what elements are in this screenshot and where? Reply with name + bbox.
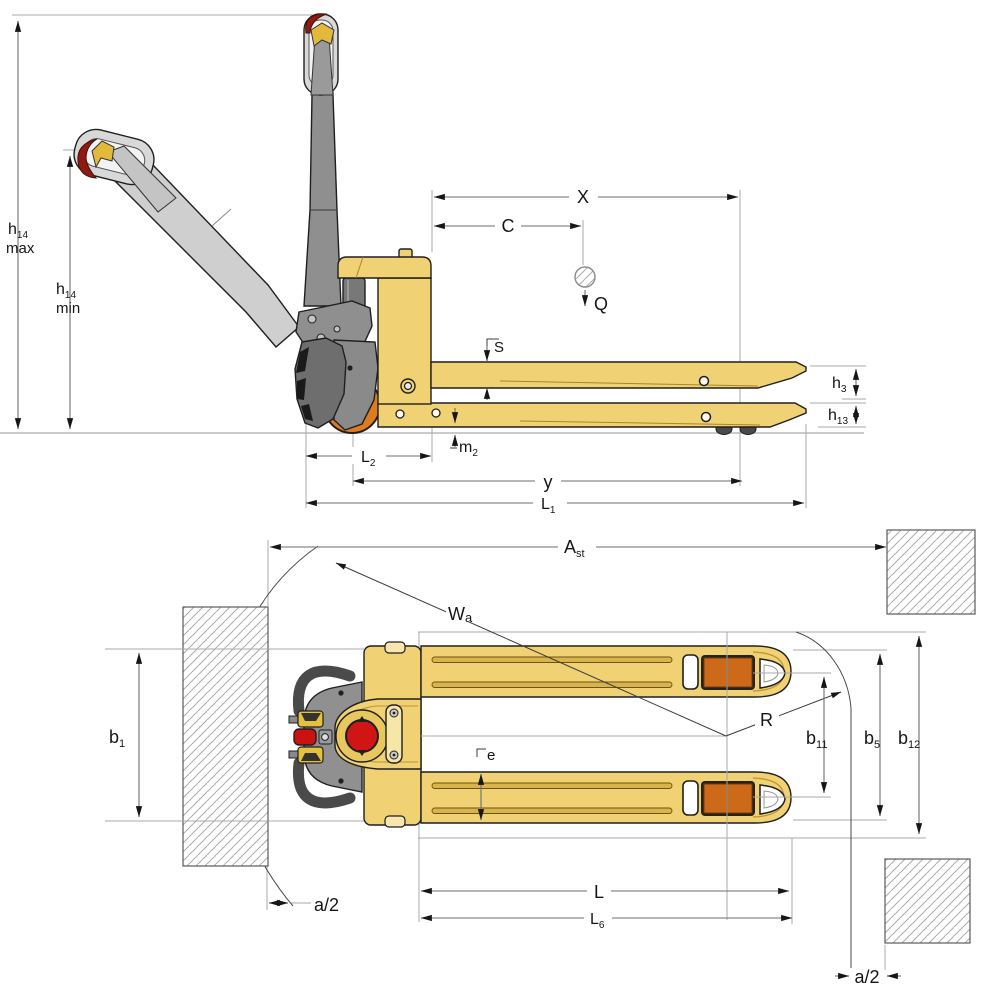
aisle-wall-left (182, 606, 269, 867)
side-view: h14 max h14 min X C Q S (0, 13, 866, 516)
aisle-wall-bottom-right (884, 858, 971, 944)
dim-label-R: R (760, 710, 773, 730)
dim-S: S (483, 338, 504, 400)
truck-plan (288, 632, 831, 920)
mast-body (337, 248, 432, 405)
fork-tip-cutout (759, 784, 786, 815)
load-centre-icon (574, 266, 596, 288)
dim-label-a2-left: a/2 (314, 895, 339, 915)
dim-label-y: y (544, 472, 553, 492)
dim-h14-max: h14 max (6, 20, 35, 430)
fork-lowered (377, 402, 807, 435)
b1-extension-lines (105, 648, 364, 822)
dim-b1: b1 (109, 652, 143, 818)
dim-label-h14-max: h14 (8, 221, 28, 241)
grip-tube-bottom (292, 757, 356, 809)
dim-L2: L2 (305, 447, 432, 469)
handle-cap-red-icon (77, 138, 98, 179)
dim-label-b5: b5 (864, 728, 880, 751)
fork-plan-bottom (420, 771, 792, 824)
dim-e: e (476, 747, 495, 821)
dim-label-e: e (487, 747, 495, 764)
dim-a2-right: a/2 (835, 967, 901, 987)
dim-label-m2: m2 (459, 439, 478, 459)
dim-h14-min: h14 min (56, 155, 80, 430)
dim-Q: Q (574, 266, 608, 314)
aisle-wall-top-right (886, 529, 976, 615)
grip-tube-top (292, 665, 356, 717)
dim-label-h13: h13 (828, 407, 848, 427)
hydraulic-unit (345, 719, 379, 753)
dim-label-C: C (502, 216, 515, 236)
load-roller-top (703, 657, 753, 688)
dim-label-L: L (594, 882, 604, 902)
dim-h13: h13 (828, 405, 860, 427)
centre-lines (421, 632, 831, 920)
roller-window (682, 780, 699, 816)
fork-plan-top (420, 645, 792, 698)
dim-Wa: Wa (335, 562, 727, 737)
tiller-lowered (73, 128, 300, 348)
dim-label-S: S (494, 339, 504, 356)
dim-label-b12: b12 (898, 728, 920, 751)
dim-label-h14-min-qualifier: min (56, 300, 80, 317)
dim-label-a2-right: a/2 (854, 967, 879, 987)
dim-C: C (433, 216, 582, 236)
dim-label-L2: L2 (361, 449, 376, 469)
dim-label-b1: b1 (109, 727, 125, 750)
dim-L1: L1 (305, 494, 805, 516)
dim-b5: b5 (864, 653, 884, 817)
wheel-fender (294, 337, 379, 431)
dim-label-h14-min: h14 (56, 281, 76, 301)
dim-label-Q: Q (594, 294, 608, 314)
fork-raised (430, 361, 807, 389)
handle-lever-icon (310, 22, 335, 47)
handle-cap-red-icon (305, 13, 328, 34)
dim-y: y (352, 471, 743, 492)
dim-label-Wa: Wa (448, 604, 473, 625)
dim-a2-left: a/2 (268, 895, 339, 915)
dim-label-b11: b11 (806, 728, 827, 751)
dim-label-h14-max-qualifier: max (6, 240, 35, 257)
dim-m2: m2 (450, 408, 478, 459)
roller-window (682, 654, 699, 690)
dim-h3: h3 (832, 368, 860, 397)
dim-label-L1: L1 (541, 496, 556, 516)
dim-label-X: X (577, 187, 589, 207)
handle-lever-icon (91, 140, 115, 169)
control-button (293, 728, 317, 746)
dim-L: L (420, 882, 790, 902)
turning-arc-right (795, 631, 852, 968)
dim-label-h3: h3 (832, 375, 847, 395)
side-extension-lines (12, 14, 866, 508)
top-view: Ast Wa R b1 e b11 b5 (105, 529, 976, 987)
dim-label-Ast: Ast (564, 537, 585, 560)
dim-L6: L6 (420, 909, 793, 931)
dim-b12: b12 (898, 635, 923, 835)
dim-label-L6: L6 (590, 911, 605, 931)
dim-X: X (433, 187, 739, 207)
dim-b11: b11 (806, 676, 827, 794)
dim-Ast: Ast (269, 537, 887, 560)
pump-slot (385, 704, 403, 764)
load-roller-bottom (703, 783, 753, 814)
tiller-raised (303, 13, 342, 307)
